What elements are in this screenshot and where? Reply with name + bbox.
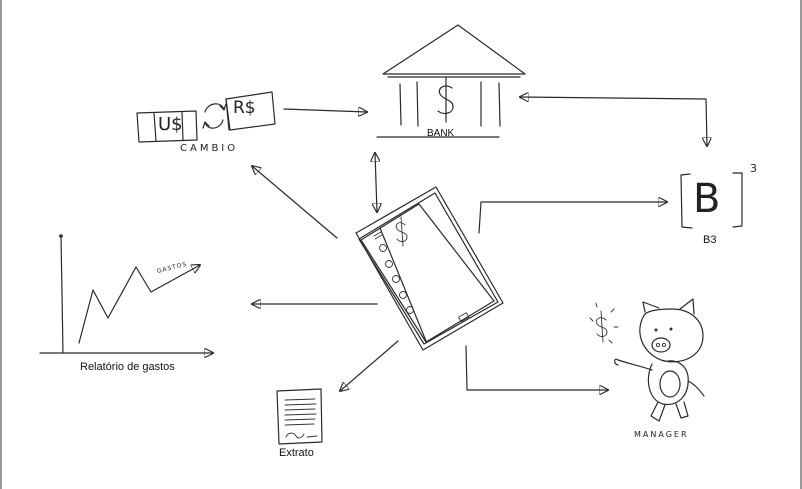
arrow-tablet-to-extrato: [340, 340, 399, 391]
arrow-cambio-to-bank: [283, 109, 367, 112]
usd-symbol: U$: [158, 114, 183, 135]
relatorio-label: Relatório de gastos: [80, 361, 175, 373]
b3-superscript: 3: [750, 162, 757, 175]
manager-label: MANAGER: [634, 430, 689, 439]
chart-trend-line: [78, 265, 200, 344]
connectors: [252, 97, 707, 391]
expense-report-chart: [39, 234, 213, 354]
cambio-icon: [136, 91, 276, 143]
b3-logo-icon: [680, 172, 743, 229]
bank-label: BANK: [427, 128, 455, 139]
cambio-label: CAMBIO: [180, 143, 239, 154]
arrow-tablet-to-b3: [478, 202, 667, 234]
arrow-tablet-to-manager: [465, 345, 608, 390]
b3-logo-letter: B: [693, 176, 721, 222]
extrato-document-icon: [276, 388, 323, 445]
arrow-bank-b3: [520, 97, 707, 146]
brl-symbol: R$: [233, 98, 256, 118]
tablet-icon: [355, 186, 504, 351]
b3-label: B3: [703, 234, 717, 246]
pig-manager-icon: [589, 298, 705, 422]
arrow-bank-tablet: [375, 153, 377, 212]
chart-y-axis: [60, 235, 64, 354]
arrow-tablet-to-cambio: [252, 166, 338, 239]
bank-icon: [376, 24, 526, 138]
extrato-label: Extrato: [279, 447, 314, 459]
